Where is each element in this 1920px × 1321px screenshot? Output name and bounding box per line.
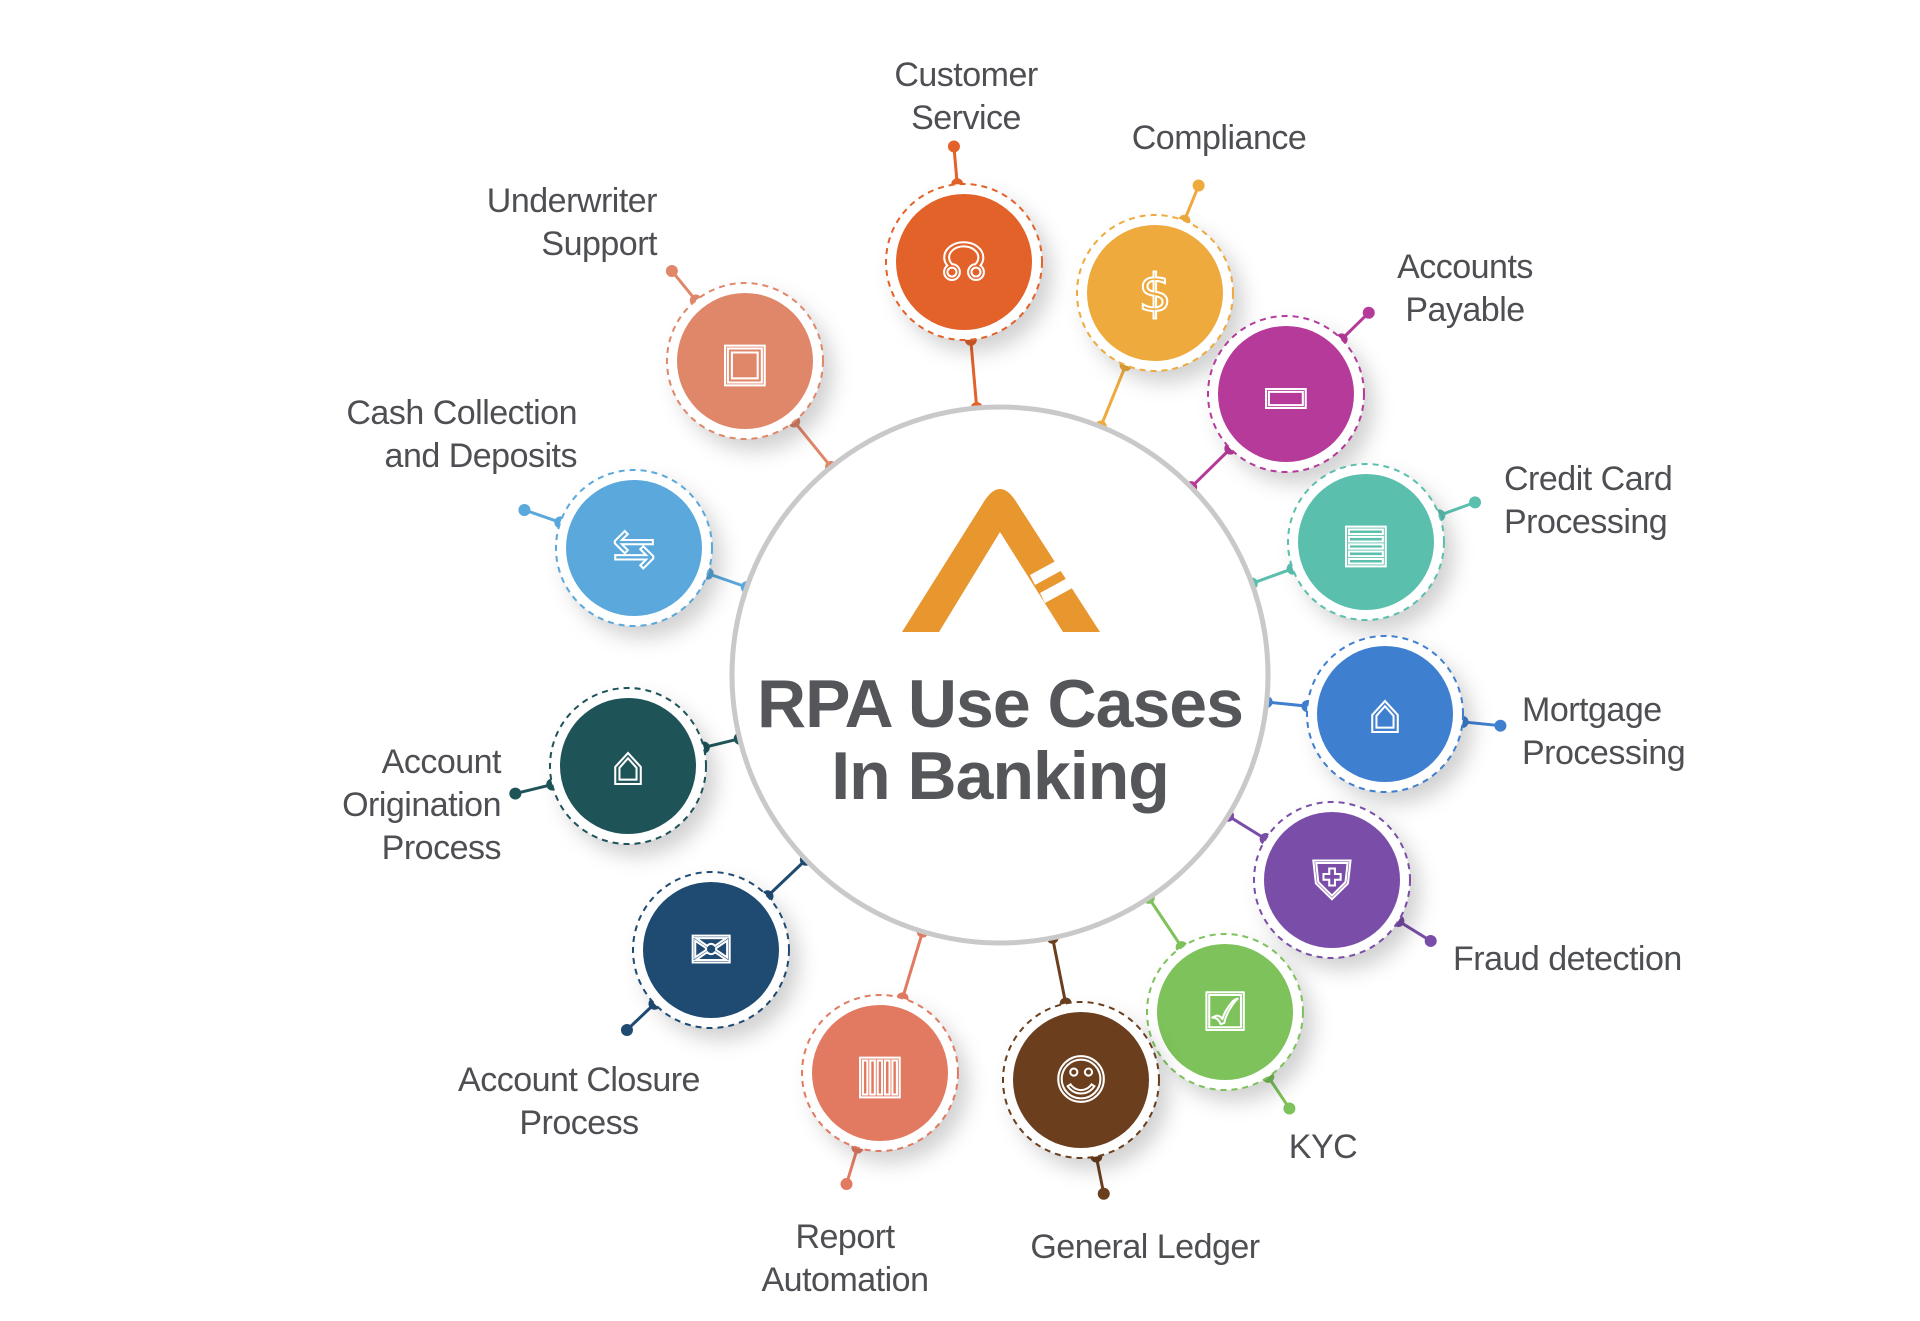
use-case-label: Fraud detection [1453, 938, 1682, 981]
connector-dot [1424, 934, 1437, 947]
bank-money-bag-icon: ⌂ [549, 687, 707, 845]
svg-text:▥: ▥ [855, 1044, 904, 1104]
svg-text:⌂: ⌂ [611, 737, 644, 797]
connector-dot [518, 503, 531, 516]
house-coins-icon: ⌂ [1306, 635, 1464, 793]
person-laptop-icon: ☺ [1002, 1001, 1160, 1159]
connector-dot [1362, 306, 1375, 319]
label-line: Automation [761, 1261, 930, 1299]
svg-text:☊: ☊ [941, 233, 987, 293]
title-line-2: In Banking [831, 738, 1170, 814]
label-line: Cash Collection [346, 394, 577, 432]
label-line: Compliance [1131, 119, 1307, 157]
label-line: Process [519, 1104, 639, 1142]
svg-text:▣: ▣ [720, 332, 769, 392]
label-line: Accounts [1397, 248, 1533, 286]
connector-dot [1192, 179, 1205, 192]
document-person-icon: ▣ [666, 282, 824, 440]
shield-person-icon: ⛨ [1253, 801, 1411, 959]
tablet-chart-icon: ▥ [801, 994, 959, 1152]
use-case-label: KYC [1123, 1126, 1523, 1169]
label-line: General Ledger [1030, 1228, 1260, 1266]
svg-text:$: $ [1138, 264, 1171, 324]
title-line-1: RPA Use Cases [757, 666, 1244, 742]
svg-text:☑: ☑ [1202, 983, 1249, 1043]
center-ring [729, 404, 1271, 946]
connector-dot [509, 787, 522, 800]
label-line: Customer [894, 56, 1038, 94]
svg-text:⛨: ⛨ [1312, 851, 1351, 911]
use-case-label: Cash Collection and Deposits [177, 392, 577, 478]
label-line: Account [381, 743, 502, 781]
svg-text:⌂: ⌂ [1368, 685, 1401, 745]
label-line: Service [911, 99, 1021, 137]
connector-dot [947, 140, 960, 153]
label-line: Support [541, 225, 657, 263]
label-line: Payable [1405, 291, 1525, 329]
connector-dot [840, 1178, 853, 1191]
svg-text:▭: ▭ [1261, 365, 1310, 425]
svg-text:▤: ▤ [1341, 513, 1390, 573]
label-line: Process [381, 829, 502, 867]
mail-phone-percent-icon: ✉ [632, 871, 790, 1029]
svg-text:☺: ☺ [1054, 1051, 1108, 1111]
label-line: Credit Card [1504, 460, 1673, 498]
dollar-book-icon: $ [1076, 214, 1234, 372]
label-line: Processing [1504, 503, 1668, 541]
connector-dot [1494, 719, 1507, 732]
logo-icon [902, 489, 1100, 632]
connector-dot [1097, 1187, 1110, 1200]
checklist-clipboard-icon: ☑ [1146, 933, 1304, 1091]
label-line: Origination [342, 786, 501, 824]
label-line: Mortgage [1522, 691, 1662, 729]
label-line: Account Closure [458, 1061, 700, 1099]
card-terminal-icon: ▤ [1287, 463, 1445, 621]
use-case-label: General Ledger [945, 1226, 1345, 1269]
connector-dot [620, 1023, 633, 1036]
label-line: Processing [1522, 734, 1686, 772]
computer-card-payment-icon: ▭ [1207, 315, 1365, 473]
label-line: Fraud detection [1453, 940, 1682, 978]
use-case-label: Compliance [1019, 117, 1419, 160]
svg-text:⇆: ⇆ [612, 519, 656, 579]
connector-dot [665, 264, 678, 277]
connector-dot [1283, 1102, 1296, 1115]
label-line: KYC [1288, 1128, 1358, 1166]
headset-agent-icon: ☊ [885, 183, 1043, 341]
label-line: Underwriter [486, 182, 658, 220]
phone-cash-transfer-icon: ⇆ [555, 469, 713, 627]
svg-text:✉: ✉ [689, 921, 733, 981]
connector-dot [1469, 496, 1482, 509]
label-line: and Deposits [384, 437, 578, 475]
label-line: Report [795, 1218, 895, 1256]
